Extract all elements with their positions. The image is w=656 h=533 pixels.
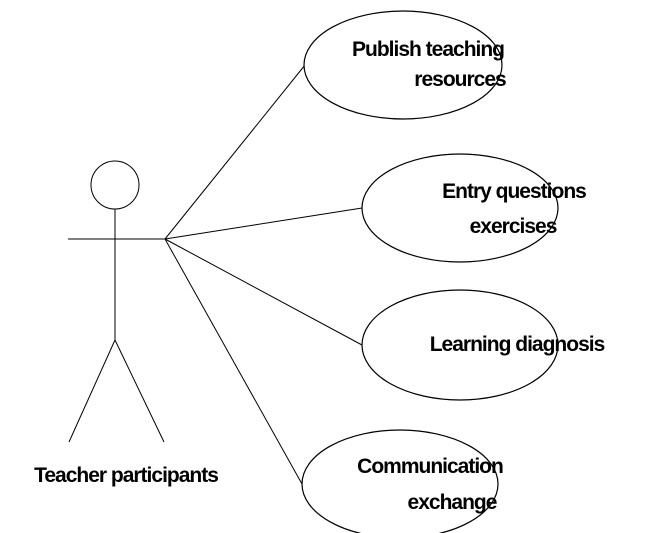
use-case-label-line2: resources — [414, 68, 506, 91]
use-case-label-line1: Communication — [357, 455, 503, 478]
use-case-ellipse — [361, 153, 559, 263]
use-case-learning-diagnosis: Learning diagnosis — [361, 289, 606, 401]
use-case-ellipse — [303, 10, 503, 120]
actor-right-leg — [114, 339, 165, 443]
use-case-entry-questions-exercises: Entry questions exercises — [361, 153, 587, 263]
use-case-label-line2: exercises — [470, 215, 557, 238]
association-line-2 — [164, 207, 363, 240]
use-case-label-line1: Entry questions — [442, 180, 586, 203]
use-case-ellipse — [361, 289, 559, 401]
actor-head — [90, 160, 140, 210]
actor-label: Teacher participants — [34, 464, 218, 487]
use-case-label-line2: exchange — [408, 491, 497, 514]
association-line-1 — [164, 64, 306, 240]
association-line-3 — [164, 238, 363, 346]
use-case-ellipse — [301, 429, 499, 533]
use-case-communication-exchange: Communication exchange — [301, 429, 504, 533]
actor-left-leg — [68, 339, 116, 443]
association-line-4 — [164, 238, 303, 485]
actor-figure — [68, 160, 165, 443]
use-case-label-line1: Publish teaching — [352, 38, 504, 61]
use-case-label-line1: Learning diagnosis — [430, 333, 605, 356]
use-case-publish-teaching-resources: Publish teaching resources — [303, 10, 507, 120]
